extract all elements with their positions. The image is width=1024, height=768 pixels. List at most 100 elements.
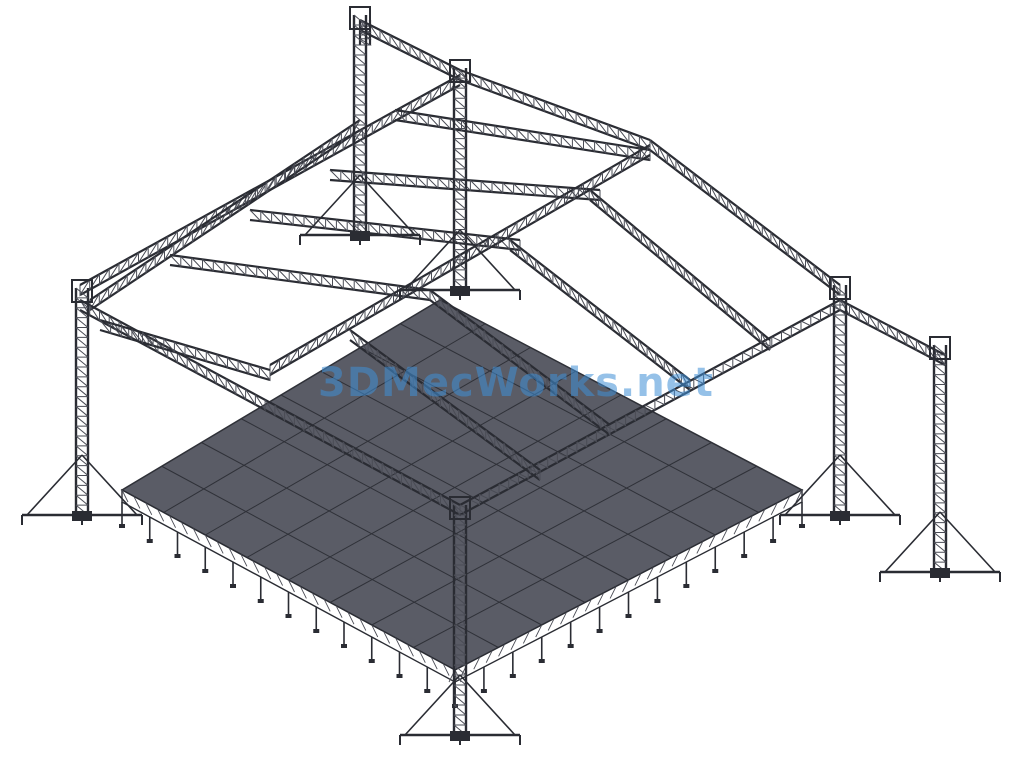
truss-chord [89,119,361,301]
deck-leg-foot [625,614,632,618]
truss-chord [394,118,651,162]
outrigger [26,454,83,516]
deck-leg-foot [396,674,403,678]
deck-leg-foot [341,644,347,648]
deck-leg-foot [424,689,431,693]
roof-rafter [429,289,611,436]
truss-chord [509,249,691,391]
outrigger [404,229,461,291]
deck-leg-foot [567,644,574,648]
roof-truss-left-lower [89,119,361,312]
tower-layer [21,6,1001,745]
tower-sleeve [71,279,93,303]
roof-truss-ridge-down [649,139,841,296]
truss-lattice [99,319,271,382]
outrigger [359,174,416,236]
deck-leg-foot [509,674,516,678]
outrigger [304,174,361,236]
tower-sleeve [449,496,471,520]
roof-truss-right-extension [839,299,946,367]
deck-leg-foot [119,524,125,528]
outrigger [784,454,841,516]
deck-leg-foot [712,569,719,573]
outrigger [939,511,996,573]
deck-leg-foot [683,584,690,588]
deck-leg-foot [596,629,603,633]
truss-chord [349,329,541,471]
deck-leg-foot [741,554,748,558]
truss-lattice [509,239,691,391]
tower-sleeve [349,6,371,30]
deck-grid-line [329,418,667,603]
outrigger [404,674,461,736]
truss-lattice [589,189,771,351]
deck-grid-line [371,442,712,626]
roof-purlin [169,253,431,302]
tower-lattice [75,287,89,516]
outrigger [839,454,896,516]
tower-front-center [399,496,521,745]
deck-edge-lattice [121,489,803,683]
deck-grid-line [163,323,486,513]
outrigger [81,454,138,516]
truss-lattice [429,289,611,436]
tower-lattice [453,504,467,736]
back-truss-layer [79,19,841,312]
truss-lattice [169,254,431,302]
deck-leg-foot [285,614,292,618]
deck-leg-foot [202,569,209,573]
roof-truss-front-right [459,299,841,516]
roof-truss-back-ridge [359,19,461,82]
truss-chord [349,339,541,481]
tower-rear-center [399,59,521,300]
truss-chord [839,299,946,356]
roof-truss-ridge-beam [459,68,651,152]
tower-sleeve [829,276,851,300]
tower-lattice [353,14,367,236]
truss-lattice [394,109,651,162]
truss-chord [509,239,691,381]
deck-leg-foot [770,539,777,543]
deck-leg-foot [146,539,153,543]
truss-lattice [459,69,651,152]
tower-sleeve [449,59,471,83]
outrigger [459,229,516,291]
tower-rear-left [299,6,421,245]
deck-grid-line [413,465,757,648]
deck-leg-foot [654,599,661,603]
truss-chord [459,309,841,516]
deck-leg-foot [257,599,264,603]
deck-leg-foot [480,689,487,693]
deck-leg-foot [799,524,805,528]
truss-lattice [89,119,361,312]
truss-chord [459,299,841,506]
truss-lattice [359,19,461,82]
truss-lattice [649,139,841,296]
truss-lattice [269,144,651,377]
roof-rafter [509,239,691,391]
truss-chord [839,309,946,366]
roof-purlin [394,108,651,162]
deck-grid-line [246,370,576,558]
tower-front-right [779,276,901,525]
truss-chord [79,309,461,516]
deck-grid-line [205,347,531,536]
truss-lattice [349,329,541,481]
outrigger [884,511,941,573]
truss-lattice [79,299,461,517]
tower-far-right [879,336,1001,582]
deck-grid-line [288,394,622,581]
truss-chord [589,199,771,351]
tower-lattice [933,344,947,573]
deck-leg-foot [538,659,545,663]
tower-lattice [833,284,847,516]
truss-chord [394,108,651,152]
tower-lattice [453,67,467,291]
truss-chord [89,129,361,311]
truss-chord [589,189,771,341]
outrigger [459,674,516,736]
deck-leg-foot [230,584,236,588]
roof-rafter [349,329,541,481]
